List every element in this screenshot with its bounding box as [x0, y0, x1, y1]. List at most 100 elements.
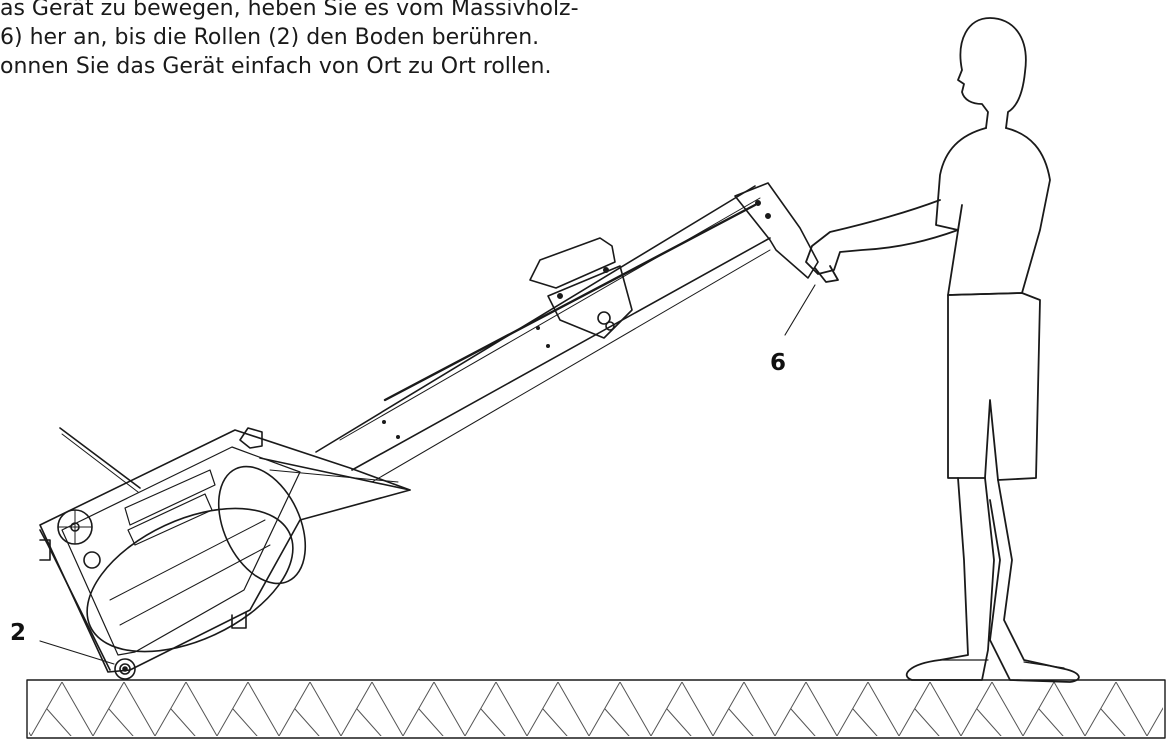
floor-hatch-line [867, 682, 900, 736]
floor-hatch-line [356, 708, 382, 736]
rail-hole [546, 344, 550, 348]
person-hand-grip [814, 265, 839, 283]
floor-hatch-line [294, 708, 320, 736]
floor-hatch-line [666, 708, 692, 736]
floor-hatch-line [991, 682, 1024, 736]
strap-knob [239, 427, 263, 449]
floor-hatch-line [619, 682, 652, 736]
instruction-line-1: as Gerät zu bewegen, heben Sie es vom Ma… [0, 0, 579, 21]
floor-hatch-line [46, 708, 72, 736]
tank-band [109, 519, 266, 601]
floor-hatch-line [1115, 682, 1148, 736]
person-leg-front [905, 477, 995, 681]
seat-roller [605, 321, 615, 331]
monitor-arm-inner [61, 433, 139, 493]
seat-bolt [602, 266, 609, 273]
frame-crossbar [259, 457, 411, 491]
person-shorts [947, 292, 1041, 481]
seat-roller [597, 311, 611, 325]
floor-hatch-line [728, 708, 754, 736]
floor-hatch-line [123, 682, 156, 736]
monitor-arm [59, 427, 141, 489]
rail-lower-detail [371, 249, 771, 483]
handle-end [734, 182, 819, 279]
callout-leader-handle [784, 284, 816, 336]
rail [315, 185, 771, 483]
rail-hole [536, 326, 540, 330]
person-torso [935, 127, 1051, 296]
seat-cushion [529, 237, 616, 289]
tank-end [217, 465, 307, 585]
floor-hatch-line [604, 708, 630, 736]
callout-handle-label: 6 [770, 350, 787, 376]
floor-hatch-line [108, 708, 134, 736]
transport-roller-core [122, 666, 128, 672]
floor-hatch-line [852, 708, 878, 736]
floor-hatch-line [309, 682, 342, 736]
transport-roller [114, 658, 136, 680]
rail-top-edge [315, 185, 756, 453]
instruction-line-2: 6) her an, bis die Rollen (2) den Boden … [0, 25, 540, 50]
floor-hatch-line [418, 708, 444, 736]
frame-inner [61, 446, 301, 656]
idler-wheel [83, 551, 101, 569]
tank-drum [86, 507, 294, 653]
rail-hole [396, 435, 400, 439]
tank-band [119, 544, 271, 626]
rail-groove [383, 203, 757, 402]
floor-block [26, 679, 1166, 739]
floor-hatch-line [232, 708, 258, 736]
callout-rollers-label: 2 [10, 620, 27, 646]
floor-hatch-line [433, 682, 466, 736]
floor-hatch-line [929, 682, 962, 736]
person-head [957, 17, 1027, 129]
handle-end-body [734, 182, 819, 279]
floor-hatch-line [1038, 708, 1064, 736]
floor-hatch-line [976, 708, 1002, 736]
water-tank [86, 465, 307, 653]
handle-screw [754, 200, 761, 207]
rail-bottom-edge [351, 237, 771, 471]
instruction-line-3: onnen Sie das Gerät einfach von Ort zu O… [0, 54, 552, 79]
person-figure [805, 17, 1080, 683]
floor-hatch-line [1162, 708, 1163, 710]
instruction-text: as Gerät zu bewegen, heben Sie es vom Ma… [0, 0, 700, 81]
floor-hatch-line [61, 682, 94, 736]
pulley-spokes [57, 509, 93, 545]
frame-outer [39, 429, 411, 673]
floor-hatch-line [371, 682, 404, 736]
floor-hatch-pattern [0, 682, 1163, 736]
floor-hatch-line [743, 682, 776, 736]
floor-hatch-line [185, 682, 218, 736]
transport-roller-hub [119, 663, 131, 675]
floor-hatch-line [1053, 682, 1086, 736]
person-arm [805, 199, 959, 275]
tank-foot [231, 611, 247, 629]
floor-hatch-line [495, 682, 528, 736]
floor-hatch-line [480, 708, 506, 736]
floor-hatch-line [681, 682, 714, 736]
drive-belts [124, 469, 216, 546]
rail-hole [382, 420, 386, 424]
floor-hatch-line [790, 708, 816, 736]
flywheel-mechanism [57, 427, 263, 569]
roller-assembly [114, 658, 136, 680]
person-shoe-detail [939, 659, 1065, 669]
seat [529, 237, 633, 339]
floor-hatch-line [1146, 707, 1163, 736]
floor-hatch-line [1100, 708, 1126, 736]
floor-hatch-line [0, 709, 9, 736]
frame-bracket [39, 539, 51, 561]
person-leg-back [989, 479, 1080, 683]
seat-bolt [556, 292, 563, 299]
floor-hatch-line [914, 708, 940, 736]
handle-screw [764, 213, 771, 220]
front-frame [39, 429, 411, 673]
rail-holes [382, 326, 550, 439]
callout-leader-rollers [39, 640, 115, 665]
frame-crossbar-lower [269, 469, 399, 483]
floor [0, 679, 1166, 739]
floor-hatch-line [805, 682, 838, 736]
floor-hatch-line [542, 708, 568, 736]
